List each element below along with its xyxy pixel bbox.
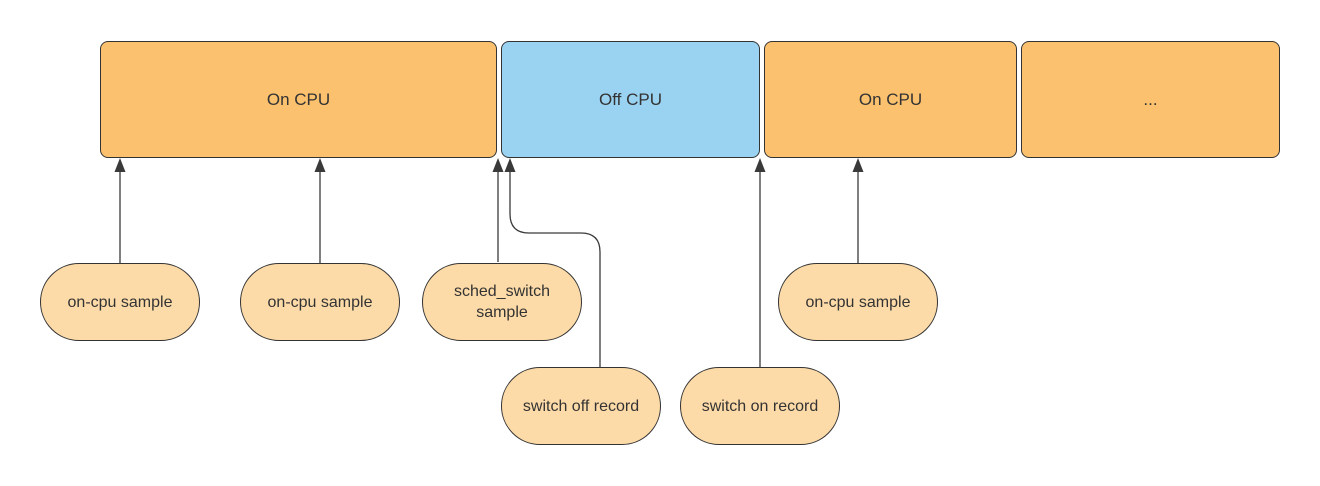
event-pill-on-cpu-sample-1: on-cpu sample [40,263,200,341]
event-label: on-cpu sample [267,293,373,311]
event-pill-on-cpu-sample-2: on-cpu sample [240,263,400,341]
timeline-segment-ellipsis: ... [1021,41,1280,158]
arrowhead-icon [852,158,864,172]
event-label: on-cpu sample [805,293,911,311]
event-pill-sched-switch-sample: sched_switch sample [422,263,582,341]
event-pill-switch-off-record: switch off record [501,367,661,445]
arrowhead-icon [492,158,504,172]
timeline-segment-on-cpu-2: On CPU [764,41,1017,158]
event-label: switch on record [701,397,819,415]
arrowhead-icon [504,158,516,172]
arrowhead-icon [754,158,766,172]
event-label: switch off record [522,397,640,415]
timeline-segment-off-cpu: Off CPU [501,41,760,158]
segment-label: On CPU [858,89,923,109]
arrowhead-icon [314,158,326,172]
segment-label: ... [1143,89,1158,109]
arrow-on-cpu-sample-3 [852,158,864,263]
arrow-switch-on-record [754,158,766,367]
event-pill-on-cpu-sample-3: on-cpu sample [778,263,938,341]
arrow-on-cpu-sample-2 [314,158,326,263]
arrow-on-cpu-sample-1 [114,158,126,263]
event-label: sched_switch sample [453,283,551,321]
event-label: on-cpu sample [67,293,173,311]
arrow-sched-switch-sample [492,158,504,262]
segment-label: On CPU [266,89,331,109]
segment-label: Off CPU [599,89,662,109]
arrowhead-icon [114,158,126,172]
timeline-segment-on-cpu-1: On CPU [100,41,497,158]
event-pill-switch-on-record: switch on record [680,367,840,445]
